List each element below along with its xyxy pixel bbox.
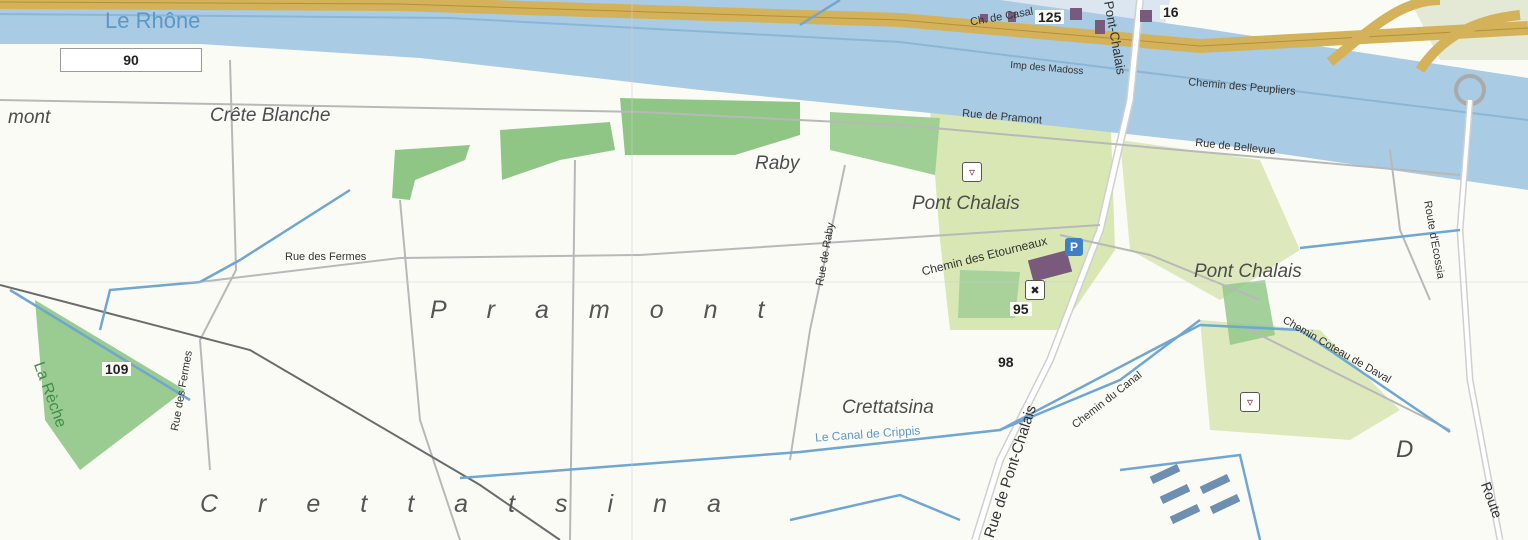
canal-branch — [999, 319, 1201, 432]
railway — [0, 284, 561, 540]
crete-blanche-road — [198, 59, 238, 471]
height-98: 98 — [995, 355, 1017, 369]
region-crettatsina: Crettatsina — [200, 490, 761, 518]
chemin-coteau-line — [1249, 329, 1451, 431]
water-channels — [9, 0, 1461, 540]
height-95: 95 — [1010, 302, 1032, 316]
place-pont-chalais-upper: Pont Chalais — [912, 193, 1020, 214]
church-icon[interactable]: ▿ — [1240, 392, 1260, 412]
road-rue-des-fermes-horizontal: Rue des Fermes — [285, 251, 367, 263]
canal-south — [789, 493, 961, 522]
buildings — [980, 8, 1152, 282]
height-90: 90 — [60, 48, 202, 72]
urban-area-east — [1120, 140, 1300, 300]
motorway-ramp-2 — [1415, 10, 1521, 73]
region-pramont: Pramont — [430, 296, 805, 324]
canal-southeast — [1119, 453, 1262, 540]
forest-pont-chalais-east — [1222, 280, 1275, 345]
forest-patch-4 — [830, 112, 940, 175]
place-crete-blanche: Crête Blanche — [210, 105, 331, 126]
height-16: 16 — [1160, 5, 1182, 19]
stream-north — [799, 0, 841, 27]
place-pramont-partial: mont — [8, 107, 51, 128]
forest-patch-1 — [392, 145, 470, 200]
forest-patches — [35, 98, 1275, 470]
motorway-ramp-1 — [1326, 0, 1441, 66]
forest-patch-2 — [500, 122, 615, 180]
field-track-2 — [569, 159, 576, 540]
rue-de-raby-line — [789, 164, 846, 461]
field-track-1 — [399, 199, 461, 540]
forest-patch-3 — [620, 98, 800, 155]
church-icon[interactable]: ▿ — [962, 162, 982, 182]
place-crettatsina: Crettatsina — [842, 397, 934, 418]
minor-roads — [0, 59, 1461, 540]
forest-la-reche — [35, 300, 185, 470]
place-d-letter: D — [1396, 436, 1414, 463]
school-icon[interactable]: ✖ — [1025, 280, 1045, 300]
height-109: 109 — [102, 362, 132, 376]
motorway-edge — [0, 1, 1528, 47]
canal-de-crippis — [459, 323, 1451, 480]
chemin-line-east — [1059, 234, 1261, 301]
parking-icon[interactable]: P — [1065, 238, 1083, 256]
river-rhone-label: Le Rhône — [105, 8, 201, 33]
stream-east — [1299, 228, 1461, 250]
place-pont-chalais-right: Pont Chalais — [1194, 261, 1302, 282]
height-125: 125 — [1035, 10, 1065, 24]
housing-rows — [1149, 464, 1241, 524]
school-building — [1027, 250, 1073, 282]
stream-la-reche — [9, 288, 191, 402]
river-current-line — [0, 13, 1528, 121]
route-ecossia-line — [1389, 149, 1431, 301]
rue-de-pramont-line — [0, 99, 1461, 176]
rue-des-fermes-line — [199, 224, 1101, 283]
place-raby: Raby — [755, 153, 800, 174]
